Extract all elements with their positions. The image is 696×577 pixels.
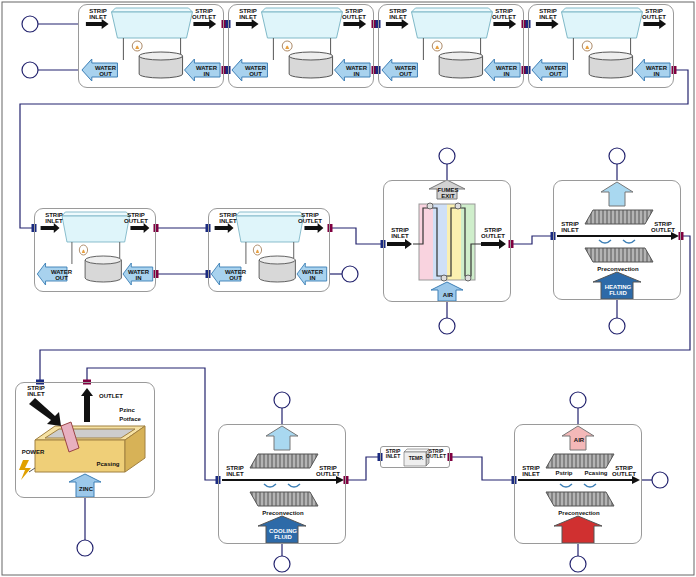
module-label: WATER OUT [393, 65, 418, 78]
process-module: STRIP INLET OUTLET PzincPotfacePcasing POWE… [15, 382, 155, 498]
port-square [679, 232, 684, 240]
module-label: Preconvection [249, 510, 317, 516]
dryer-unit [387, 180, 506, 301]
process-line [20, 70, 688, 228]
rinse-tank [211, 212, 326, 285]
process-module: STRIP INLET STRIP OUTLET WATER OUT WATER IN [528, 4, 674, 88]
rinse-tank [382, 8, 520, 81]
process-module: STRIP INLETTEMP.STRIP OUTLET [380, 446, 450, 468]
module-label: STRIP INLET [41, 212, 67, 225]
module-label: STRIP INLET [235, 8, 261, 21]
module-label: STRIP INLET [385, 8, 411, 21]
heat-exchanger [222, 426, 344, 543]
module-label: WATER IN [494, 65, 519, 78]
module-label: STRIP OUTLET [649, 221, 677, 234]
process-line [450, 457, 514, 480]
module-label: Pzinc [112, 407, 142, 413]
process-line [346, 457, 380, 480]
module-label: Preconvection [545, 510, 613, 516]
module-label: ZINC [74, 486, 98, 492]
module-label: STRIP INLET [535, 8, 561, 21]
module-label: STRIP OUTLET [641, 8, 667, 21]
module-label: AIR [434, 292, 462, 298]
port-square [672, 66, 677, 74]
process-line [87, 368, 218, 480]
process-module: STRIP INLET STRIP OUTLET PreconvectionCOOL… [218, 424, 346, 544]
module-label: WATER OUT [49, 269, 74, 282]
port-square [509, 240, 514, 248]
module-label: WATER OUT [223, 269, 248, 282]
port-square [328, 224, 333, 232]
port-square [448, 453, 453, 461]
module-label: STRIP OUTLET [425, 449, 447, 460]
module-label: COOLING FLUID [267, 528, 299, 541]
module-label: STRIP OUTLET [610, 465, 638, 478]
process-line [40, 236, 690, 382]
process-module: STRIP INLET STRIP OUTLET PreconvectionHEAT… [553, 180, 681, 300]
air-cooler [518, 426, 640, 543]
process-module: STRIP INLET STRIP OUTLET WATER OUT WATER IN [228, 4, 374, 88]
module-label: WATER IN [300, 269, 325, 282]
module-label: WATER IN [194, 65, 219, 78]
module-label: STRIP INLET [518, 465, 544, 478]
process-line [511, 236, 553, 244]
module-label: Pcasing [92, 461, 124, 467]
module-label: POWER [18, 449, 48, 455]
process-module: STRIP INLET STRIP OUTLET WATER OUT WATER IN [208, 208, 330, 292]
port-square [344, 476, 349, 484]
module-label: WATER OUT [243, 65, 268, 78]
module-label: STRIP INLET [383, 449, 403, 460]
module-label: WATER IN [344, 65, 369, 78]
port-terminals [22, 16, 668, 572]
module-label: Potface [112, 416, 148, 422]
module-label: STRIP INLET [20, 385, 52, 398]
module-label: STRIP INLET [85, 8, 111, 21]
module-label: Pstrip [549, 470, 579, 476]
module-label: AIR [565, 437, 593, 443]
temperature-sensor [404, 449, 429, 466]
module-label: STRIP OUTLET [491, 8, 517, 21]
process-module: STRIP INLET STRIP OUTLET WATER OUT WATER IN [378, 4, 524, 88]
zinc-pot [19, 388, 145, 497]
module-label: WATER OUT [93, 65, 118, 78]
process-module: STRIP INLET STRIP OUTLET WATER OUT WATER IN [34, 208, 156, 292]
module-label: STRIP INLET [387, 227, 413, 240]
rinse-tank [532, 8, 670, 81]
rinse-tank [82, 8, 220, 81]
module-label: WATER OUT [543, 65, 568, 78]
module-label: OUTLET [96, 393, 126, 399]
module-label: HEATING FLUID [602, 284, 634, 297]
module-label: Pcasing [581, 470, 611, 476]
module-label: STRIP OUTLET [191, 8, 217, 21]
process-module: STRIP INLET STRIP OUTLET AIR PstripPcasingP… [514, 424, 642, 544]
rinse-tank [232, 8, 370, 81]
module-label: STRIP OUTLET [297, 212, 323, 225]
module-label: Preconvection [584, 266, 652, 272]
port-square [154, 270, 159, 278]
module-label: FUMES EXIT [434, 187, 462, 200]
module-label: STRIP OUTLET [479, 227, 507, 240]
module-label: STRIP OUTLET [314, 465, 342, 478]
process-module: STRIP INLET STRIP OUTLET WATER OUT WATER IN [78, 4, 224, 88]
module-label: STRIP INLET [222, 465, 248, 478]
heat-exchanger [557, 182, 679, 299]
module-label: STRIP OUTLET [123, 212, 149, 225]
module-label: STRIP INLET [557, 221, 583, 234]
port-square [154, 224, 159, 232]
module-label: STRIP OUTLET [341, 8, 367, 21]
process-line [156, 227, 208, 228]
process-module: FUMES EXIT STRIP INLET STRIP OUTLET AIR [383, 180, 511, 302]
module-label: TEMP. [405, 456, 427, 461]
module-label: WATER IN [644, 65, 669, 78]
module-label: WATER IN [126, 269, 151, 282]
process-line [156, 273, 208, 274]
process-line [330, 228, 383, 244]
module-label: STRIP INLET [215, 212, 241, 225]
rinse-tank [37, 212, 152, 285]
